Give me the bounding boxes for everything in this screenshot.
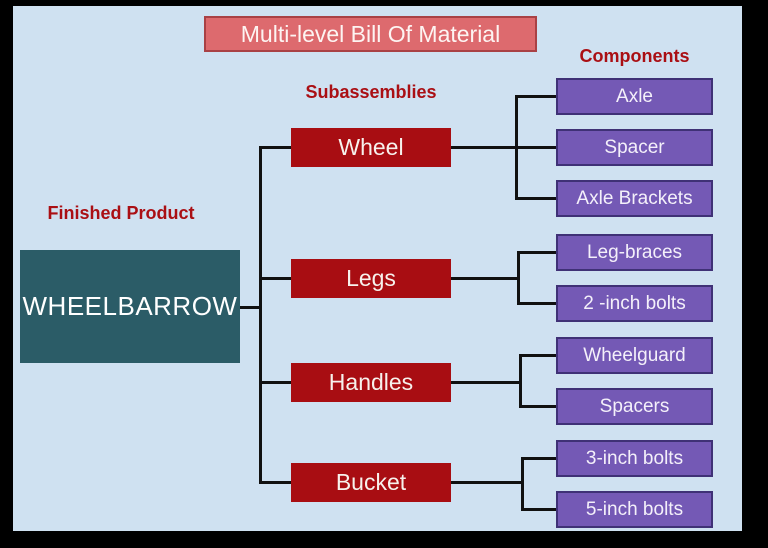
- heading-finished-product: Finished Product: [47, 203, 195, 223]
- connector-line: [259, 146, 291, 149]
- connector-line: [451, 381, 522, 384]
- connector-line: [240, 306, 262, 309]
- component-box-3-inch-bolts: 3-inch bolts: [556, 440, 713, 477]
- connector-line: [519, 405, 556, 408]
- connector-line: [515, 95, 556, 98]
- connector-line: [451, 277, 520, 280]
- connector-line: [517, 251, 556, 254]
- heading-components: Components: [579, 46, 690, 66]
- subassembly-box-wheel: Wheel: [291, 128, 451, 167]
- component-box-spacers: Spacers: [556, 388, 713, 425]
- connector-line: [517, 251, 520, 305]
- component-box-5-inch-bolts: 5-inch bolts: [556, 491, 713, 528]
- diagram-title: Multi-level Bill Of Material: [204, 16, 537, 52]
- connector-line: [259, 277, 291, 280]
- component-box-2-inch-bolts: 2 -inch bolts: [556, 285, 713, 322]
- component-box-leg-braces: Leg-braces: [556, 234, 713, 271]
- component-box-axle-brackets: Axle Brackets: [556, 180, 713, 217]
- component-box-wheelguard: Wheelguard: [556, 337, 713, 374]
- connector-line: [451, 481, 524, 484]
- connector-line: [515, 146, 556, 149]
- heading-subassemblies: Subassemblies: [305, 82, 437, 102]
- connector-line: [515, 197, 556, 200]
- subassembly-box-legs: Legs: [291, 259, 451, 298]
- finished-product-box: WHEELBARROW: [20, 250, 240, 363]
- connector-line: [519, 354, 522, 408]
- component-box-spacer: Spacer: [556, 129, 713, 166]
- connector-line: [521, 457, 524, 511]
- component-box-axle: Axle: [556, 78, 713, 115]
- connector-line: [259, 481, 291, 484]
- connector-line: [521, 457, 556, 460]
- connector-line: [519, 354, 556, 357]
- connector-line: [259, 381, 291, 384]
- subassembly-box-bucket: Bucket: [291, 463, 451, 502]
- connector-line: [451, 146, 518, 149]
- subassembly-box-handles: Handles: [291, 363, 451, 402]
- connector-line: [517, 302, 556, 305]
- connector-line: [521, 508, 556, 511]
- connector-line: [259, 146, 262, 484]
